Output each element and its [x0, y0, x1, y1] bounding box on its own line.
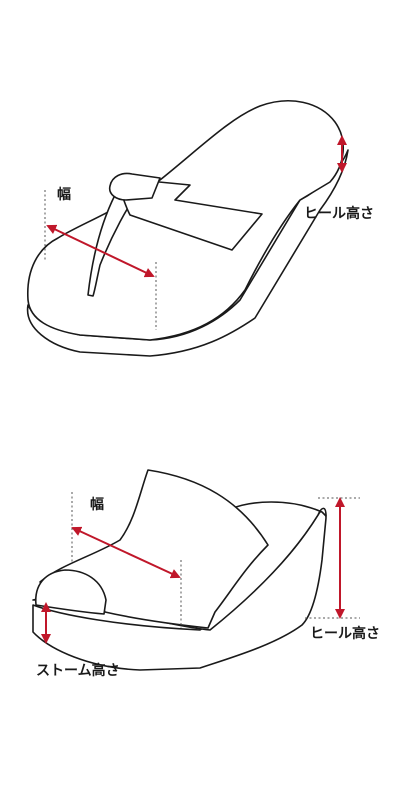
mule-width-label: 幅	[90, 497, 104, 513]
mule-toe-opening	[35, 569, 107, 615]
flip-flop-illustration	[26, 100, 349, 357]
sandal-heel-height-label: ヒール高さ	[304, 206, 374, 222]
mule-stome-height-label: ストーム高さ	[36, 663, 120, 679]
sandal-width-label: 幅	[57, 187, 71, 203]
wedge-mule-illustration	[32, 469, 360, 671]
sandal-width-arrow	[46, 224, 155, 278]
sandal-strap-knot	[108, 172, 161, 201]
mule-heel-height-label: ヒール高さ	[310, 626, 380, 642]
mule-width-arrow	[71, 526, 181, 579]
